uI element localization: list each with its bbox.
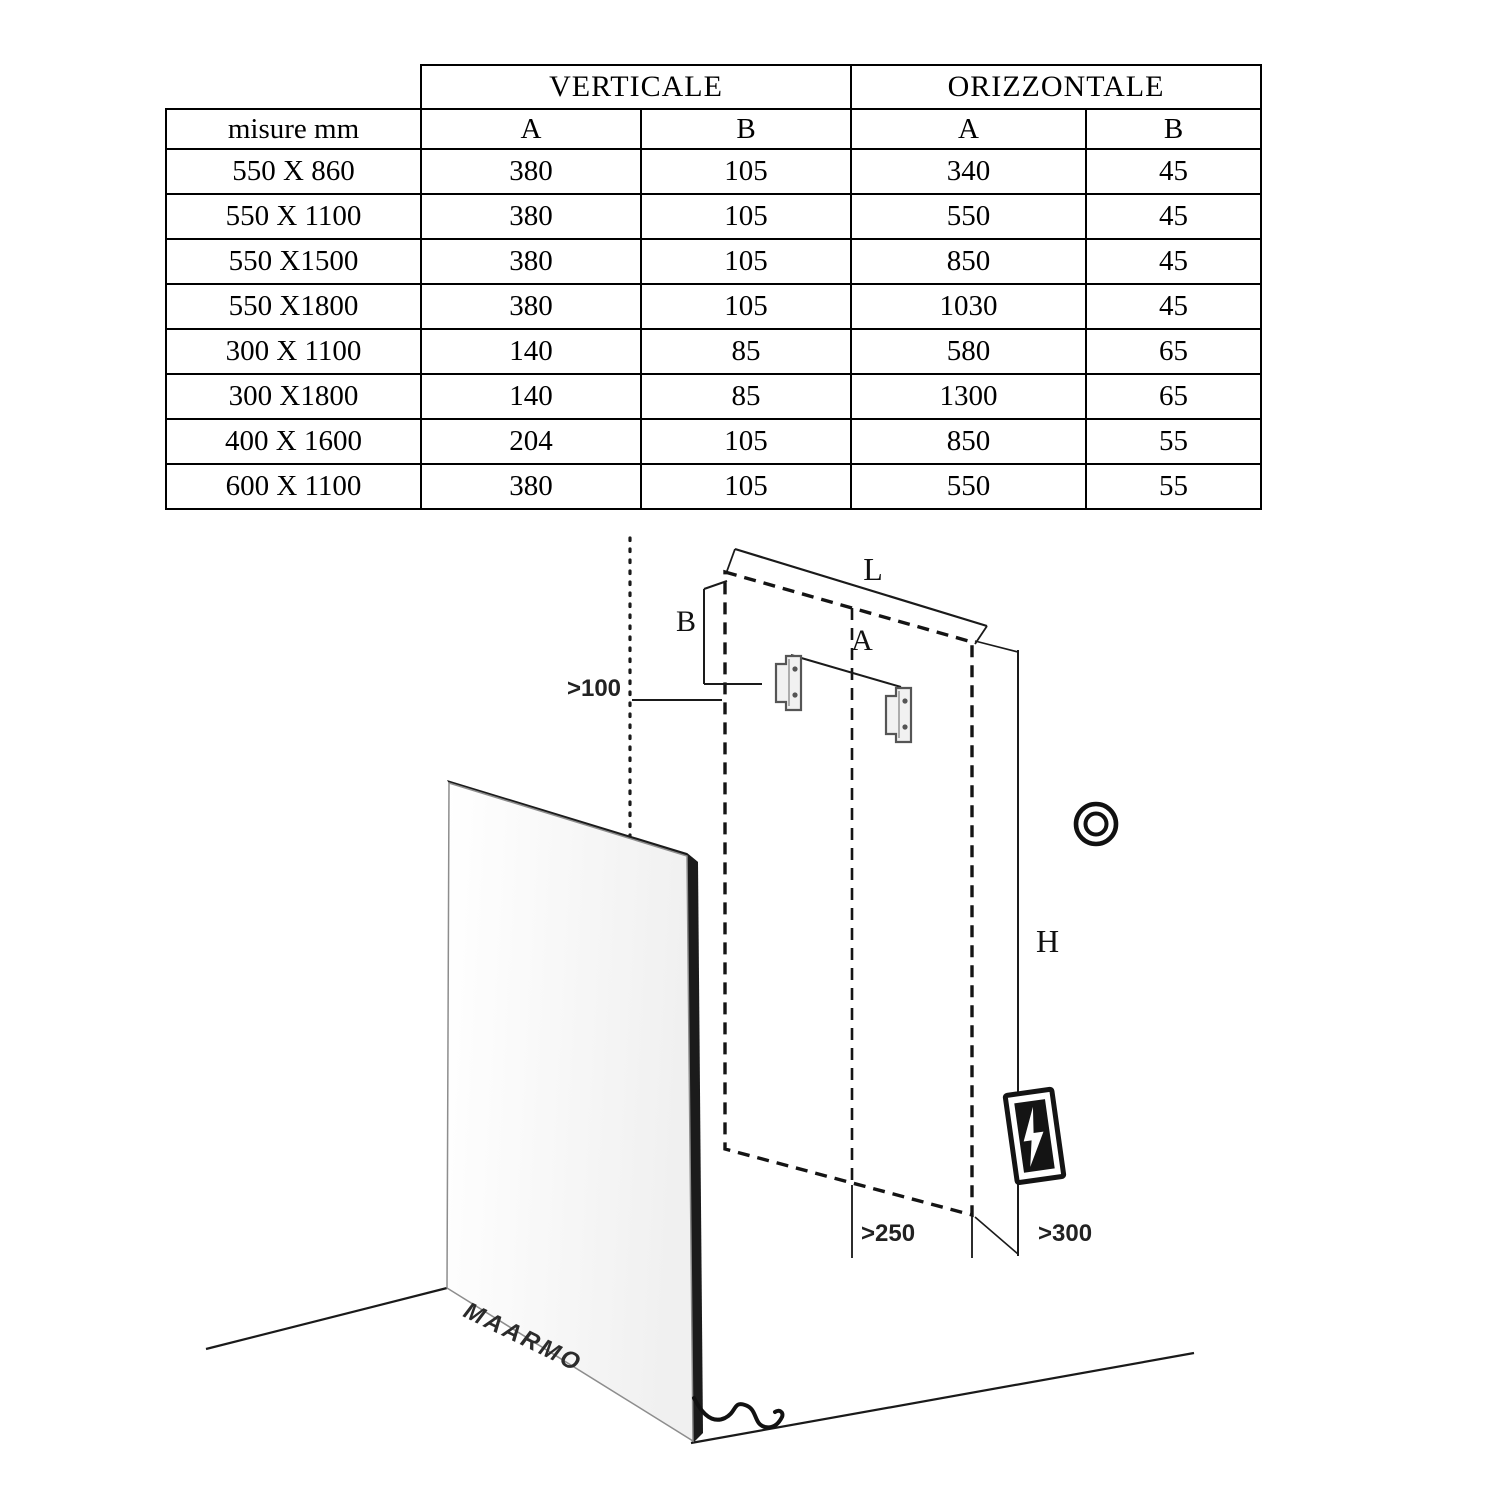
cell-oriz-a: 1300 [850,373,1087,420]
heating-panel: MAARMO [446,780,703,1443]
cell-oriz-a: 550 [850,463,1087,510]
table-row: 550 X 860 380 105 340 45 [165,148,1263,195]
dimension-line-B [703,580,762,685]
power-socket-icon [1002,1086,1067,1186]
label-bracket-offset: B [676,605,696,638]
ceiling-rose-icon [1073,801,1119,847]
header-oriz-b: B [1084,108,1263,150]
cell-misure: 550 X 1100 [165,193,422,240]
cell-vert-b: 105 [640,193,852,240]
cell-vert-b: 105 [640,418,852,465]
cell-vert-b: 85 [640,328,852,375]
table-row: 400 X 1600 204 105 850 55 [165,418,1263,465]
panel-front-face [446,781,694,1443]
table-row: 600 X 1100 380 105 550 55 [165,463,1263,510]
header-misure-mm: misure mm [165,108,422,150]
table-column-header-row: misure mm A B A B [165,108,1263,150]
panel-dashed-outline [723,569,974,1258]
cell-oriz-b: 45 [1084,193,1263,240]
cell-oriz-b: 55 [1084,418,1263,465]
cell-vert-b: 85 [640,373,852,420]
cell-oriz-b: 55 [1084,463,1263,510]
measurements-table: VERTICALE ORIZZONTALE misure mm A B A B … [165,64,1263,510]
table-row: 300 X1800 140 85 1300 65 [165,373,1263,420]
lightning-bolt-icon [1023,1106,1044,1167]
cell-vert-b: 105 [640,238,852,285]
cell-oriz-b: 65 [1084,328,1263,375]
cell-vert-a: 380 [420,463,642,510]
table-row: 300 X 1100 140 85 580 65 [165,328,1263,375]
cell-vert-b: 105 [640,148,852,195]
label-side-clearance: >300 [1038,1220,1092,1247]
table-row: 550 X 1100 380 105 550 45 [165,193,1263,240]
dimension-line-H [974,640,1019,1256]
floor-lines [205,1286,1195,1445]
table-row: 550 X1800 380 105 1030 45 [165,283,1263,330]
cell-vert-a: 380 [420,238,642,285]
mounting-bracket-left-icon [774,654,803,712]
cell-oriz-b: 45 [1084,148,1263,195]
cell-vert-a: 380 [420,148,642,195]
cell-oriz-b: 65 [1084,373,1263,420]
cell-misure: 550 X1500 [165,238,422,285]
label-length: L [863,551,883,587]
power-cord [692,1396,785,1430]
header-verticale: VERTICALE [420,64,852,110]
header-oriz-a: A [850,108,1087,150]
cell-vert-b: 105 [640,283,852,330]
cell-vert-a: 380 [420,283,642,330]
cell-oriz-a: 1030 [850,283,1087,330]
cell-oriz-a: 340 [850,148,1087,195]
cell-oriz-b: 45 [1084,283,1263,330]
cell-vert-a: 204 [420,418,642,465]
cell-misure: 550 X1800 [165,283,422,330]
cell-vert-b: 105 [640,463,852,510]
header-vert-b: B [640,108,852,150]
cell-oriz-b: 45 [1084,238,1263,285]
cell-vert-a: 380 [420,193,642,240]
cell-oriz-a: 580 [850,328,1087,375]
table-group-header-row: VERTICALE ORIZZONTALE [166,64,1263,110]
panel-right-edge [687,853,703,1443]
label-top-clearance: >100 [567,675,621,702]
cell-vert-a: 140 [420,373,642,420]
cell-misure: 400 X 1600 [165,418,422,465]
label-bottom-clearance: >250 [861,1220,915,1247]
cell-vert-a: 140 [420,328,642,375]
table-row: 550 X1500 380 105 850 45 [165,238,1263,285]
label-height: H [1036,923,1059,959]
header-vert-a: A [420,108,642,150]
cell-oriz-a: 550 [850,193,1087,240]
cell-oriz-a: 850 [850,418,1087,465]
dimension-line-A [790,654,902,705]
cell-misure: 300 X1800 [165,373,422,420]
label-bracket-spacing: A [851,624,873,657]
cell-misure: 600 X 1100 [165,463,422,510]
header-orizzontale: ORIZZONTALE [849,64,1263,110]
cell-misure: 550 X 860 [165,148,422,195]
cell-oriz-a: 850 [850,238,1087,285]
mounting-bracket-right-icon [884,686,913,744]
cell-misure: 300 X 1100 [165,328,422,375]
